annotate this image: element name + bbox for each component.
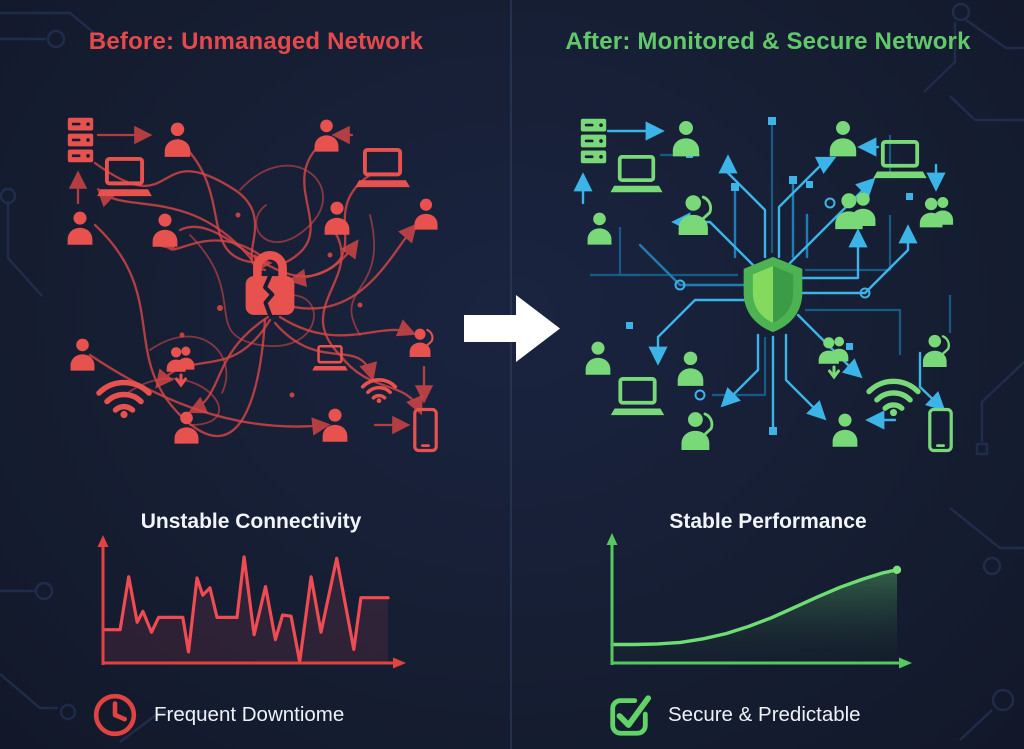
after-caption-label: Secure & Predictable bbox=[668, 703, 861, 726]
user-icon bbox=[832, 413, 858, 447]
unstable-connectivity-chart bbox=[97, 535, 406, 669]
user-icon bbox=[672, 121, 700, 157]
before-network-illustration bbox=[67, 117, 438, 453]
users-group-icon bbox=[919, 197, 954, 228]
laptop-icon bbox=[873, 140, 927, 181]
chart-end-dot bbox=[892, 565, 902, 574]
wifi-icon bbox=[99, 382, 149, 418]
user-icon bbox=[67, 211, 93, 245]
after-caption-row: Secure & Predictable bbox=[606, 691, 861, 739]
user-icon bbox=[314, 119, 339, 152]
before-chart-title: Unstable Connectivity bbox=[140, 510, 362, 533]
before-caption-row: Frequent Downtiome bbox=[92, 691, 344, 739]
user-icon bbox=[164, 122, 191, 157]
download-arrow-icon bbox=[828, 365, 840, 380]
before-title: Before: Unmanaged Network bbox=[88, 28, 424, 55]
chart-axes bbox=[606, 533, 912, 669]
headset-user-icon bbox=[677, 193, 713, 235]
panel-divider bbox=[510, 0, 512, 749]
after-chart-title: Stable Performance bbox=[669, 510, 867, 533]
download-arrow-icon bbox=[175, 373, 187, 388]
after-network-illustration bbox=[573, 117, 954, 453]
laptop-icon bbox=[312, 345, 348, 372]
user-icon bbox=[152, 213, 178, 247]
laptop-icon bbox=[610, 155, 663, 195]
checkbox-checked-icon bbox=[606, 692, 652, 738]
headset-user-icon bbox=[680, 410, 714, 450]
users-group-icon bbox=[166, 346, 195, 372]
laptop-icon bbox=[97, 157, 152, 199]
stable-performance-chart bbox=[606, 533, 912, 669]
chart-area-fill bbox=[612, 569, 897, 663]
user-icon bbox=[829, 121, 857, 157]
laptop-icon bbox=[355, 148, 410, 190]
wifi-icon bbox=[869, 381, 918, 416]
user-icon bbox=[414, 198, 438, 230]
before-caption-label: Frequent Downtiome bbox=[154, 703, 345, 726]
user-icon bbox=[677, 351, 704, 386]
right-arrow-icon bbox=[464, 295, 560, 362]
chaotic-connection-lines bbox=[68, 125, 434, 438]
user-icon bbox=[587, 212, 612, 245]
shield-icon bbox=[743, 256, 803, 333]
headset-user-icon bbox=[921, 333, 951, 367]
smartphone-icon bbox=[413, 407, 438, 453]
clock-icon bbox=[92, 692, 138, 738]
server-icon bbox=[67, 117, 94, 163]
chart-area-fill bbox=[103, 557, 388, 663]
circuit-connection-lines bbox=[573, 117, 952, 435]
user-icon bbox=[585, 341, 611, 375]
laptop-icon bbox=[610, 377, 665, 418]
server-icon bbox=[580, 118, 607, 164]
chart-axes bbox=[97, 535, 406, 669]
smartphone-icon bbox=[928, 407, 953, 453]
chart-line bbox=[101, 555, 390, 664]
after-title: After: Monitored & Secure Network bbox=[565, 28, 971, 55]
chart-line bbox=[610, 568, 899, 647]
